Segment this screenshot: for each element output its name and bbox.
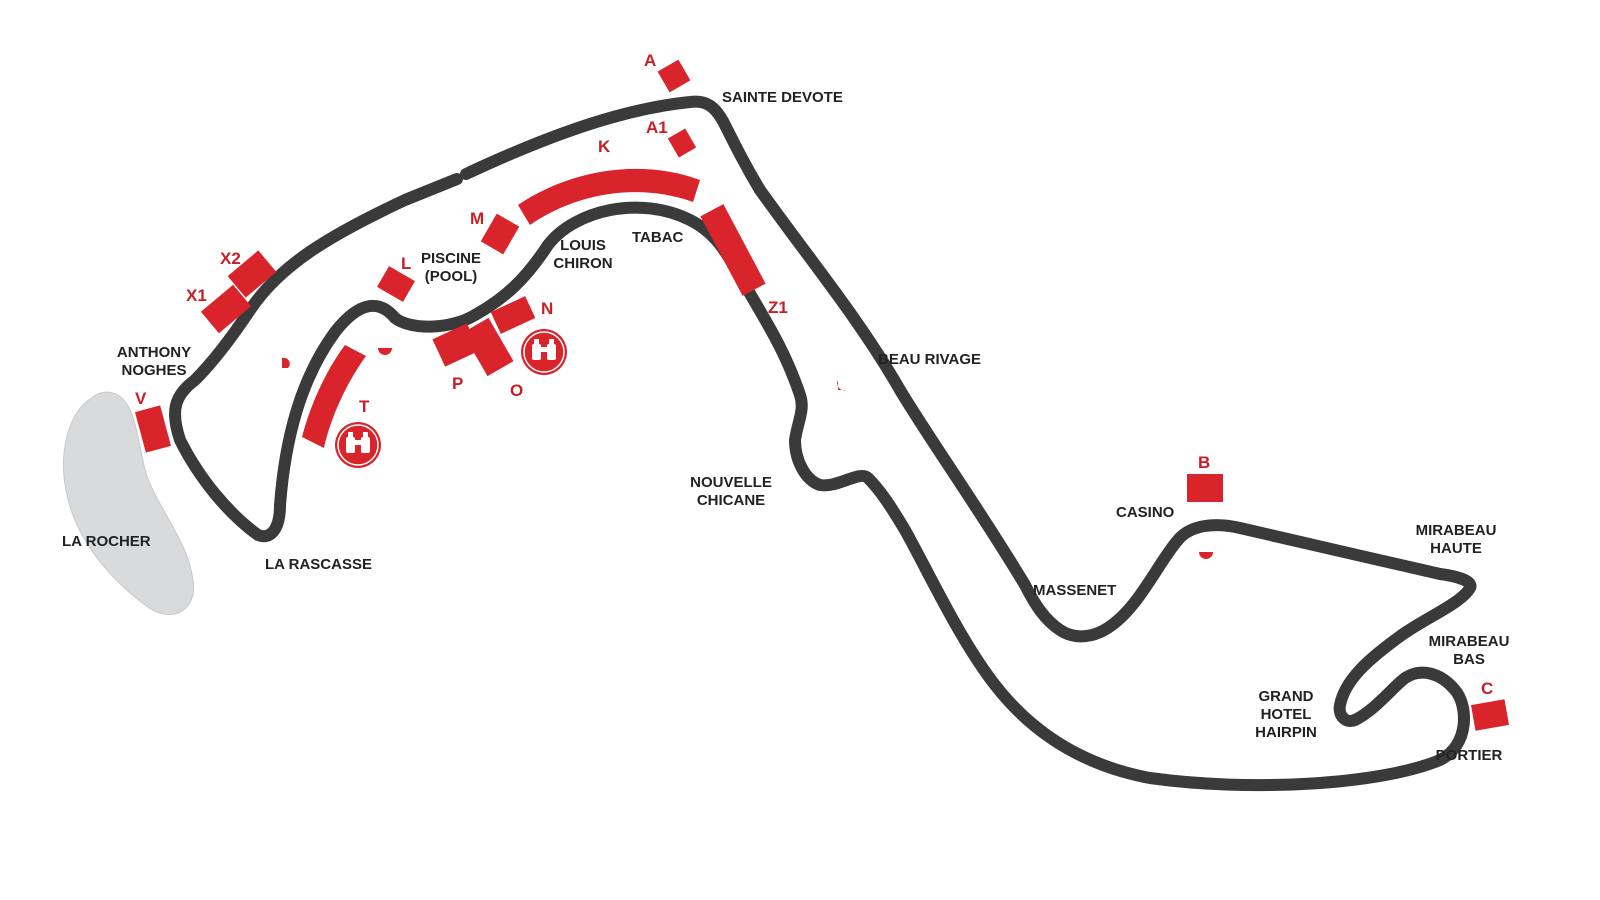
grandstand-label-a: A xyxy=(644,51,656,70)
half-circle-marker-icon xyxy=(282,357,290,368)
half-circle-marker-icon xyxy=(837,380,846,391)
grandstand-x2[interactable] xyxy=(227,250,277,298)
corner-massenet: MASSENET xyxy=(1033,582,1116,599)
grandstand-label-l: L xyxy=(401,254,411,273)
grandstand-p[interactable] xyxy=(432,323,480,367)
half-circle-marker-icon xyxy=(378,348,392,355)
grandstand-a1[interactable] xyxy=(667,128,697,158)
grandstand-label-o: O xyxy=(510,381,523,400)
grandstand-label-z1: Z1 xyxy=(768,298,788,317)
half-circle-marker-icon xyxy=(1199,552,1213,559)
corner-piscine: PISCINE xyxy=(421,250,481,267)
corner-louis-chiron: LOUIS xyxy=(560,237,606,254)
corner-casino: CASINO xyxy=(1116,504,1175,521)
corner-nouvelle-chicane-line2: CHICANE xyxy=(697,492,765,509)
corner-anthony-noghes: ANTHONY xyxy=(117,344,191,361)
corner-tabac: TABAC xyxy=(632,229,684,246)
grandstand-k[interactable] xyxy=(518,168,700,225)
grandstand-label-n: N xyxy=(541,299,553,318)
corner-grand-hotel-line3: HAIRPIN xyxy=(1255,724,1317,741)
corner-la-rascasse: LA RASCASSE xyxy=(265,556,372,573)
grandstand-c[interactable] xyxy=(1471,699,1509,731)
grandstand-label-a1: A1 xyxy=(646,118,668,137)
race-track xyxy=(169,95,1477,792)
grandstand-label-k: K xyxy=(598,137,611,156)
corner-louis-chiron-line2: CHIRON xyxy=(553,255,612,272)
grandstand-v[interactable] xyxy=(135,405,171,453)
corner-nouvelle-chicane: NOUVELLE xyxy=(690,474,772,491)
corner-piscine-line2: (POOL) xyxy=(425,268,478,285)
corner-labels: SAINTE DEVOTE BEAU RIVAGE CASINO MASSENE… xyxy=(62,89,1509,764)
grandstand-label-b: B xyxy=(1198,453,1210,472)
grandstand-l[interactable] xyxy=(377,266,415,302)
grandstand-label-m: M xyxy=(470,209,484,228)
grandstand-label-p: P xyxy=(452,374,463,393)
corner-mirabeau-haute: MIRABEAU xyxy=(1416,522,1497,539)
grandstand-b[interactable] xyxy=(1187,474,1223,502)
corner-mirabeau-bas-line2: BAS xyxy=(1453,651,1485,668)
corner-beau-rivage: BEAU RIVAGE xyxy=(878,351,981,368)
grandstand-z1[interactable] xyxy=(700,204,766,296)
corner-mirabeau-haute-line2: HAUTE xyxy=(1430,540,1482,557)
grandstand-label-v: V xyxy=(135,389,147,408)
corner-mirabeau-bas: MIRABEAU xyxy=(1429,633,1510,650)
grandstands xyxy=(135,59,1509,731)
markers xyxy=(282,348,1213,559)
la-rocher-label: LA ROCHER xyxy=(62,533,151,550)
grandstand-x1[interactable] xyxy=(200,284,252,334)
grandstand-n[interactable] xyxy=(490,296,536,334)
corner-anthony-noghes-line2: NOGHES xyxy=(121,362,186,379)
grandstand-m[interactable] xyxy=(480,213,520,255)
grandstand-label-c: C xyxy=(1481,679,1493,698)
rock-area xyxy=(63,391,195,615)
grandstand-label-x2: X2 xyxy=(220,249,241,268)
grandstand-label-t: T xyxy=(359,397,370,416)
binoculars-icon[interactable] xyxy=(521,329,567,375)
grandstand-label-x1: X1 xyxy=(186,286,207,305)
binoculars-icon[interactable] xyxy=(335,422,381,468)
corner-grand-hotel: GRAND xyxy=(1259,688,1314,705)
corner-grand-hotel-line2: HOTEL xyxy=(1261,706,1312,723)
grandstand-t[interactable] xyxy=(302,345,366,448)
grandstand-o[interactable] xyxy=(462,317,514,377)
grandstand-labels: A A1 K M L Z1 X2 X1 V T N O P B C xyxy=(135,51,1493,698)
corner-sainte-devote: SAINTE DEVOTE xyxy=(722,89,843,106)
grandstand-a[interactable] xyxy=(657,59,691,93)
corner-portier: PORTIER xyxy=(1436,747,1503,764)
